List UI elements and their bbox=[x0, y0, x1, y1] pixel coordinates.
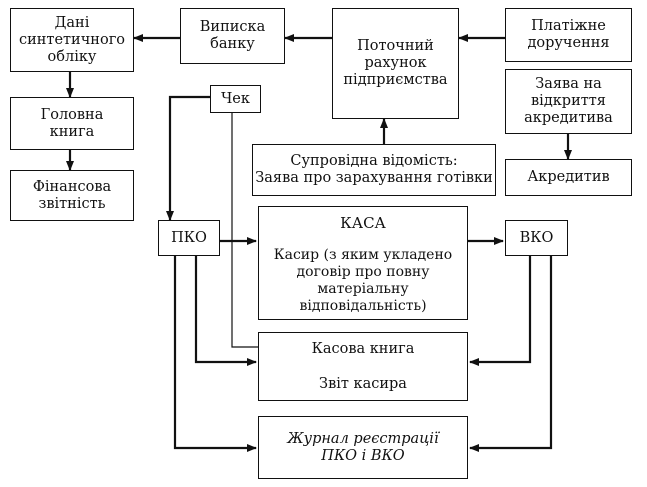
arrow-check-to-pko bbox=[166, 95, 210, 221]
arrow-vko-to-journal bbox=[469, 256, 553, 452]
node-bank-statement: Виписка банку bbox=[180, 8, 285, 64]
arrow-pko-to-journal bbox=[173, 256, 257, 452]
node-check: Чек bbox=[210, 85, 261, 113]
node-pko: ПКО bbox=[158, 220, 220, 256]
kasa-title: КАСА bbox=[340, 214, 386, 232]
node-kasa bbox=[258, 206, 468, 320]
kasa-body: Касир (з яким укладено договір про повну… bbox=[273, 247, 453, 314]
node-cash-book: Касова книга bbox=[311, 341, 415, 357]
node-cash-book-group bbox=[258, 332, 468, 401]
arrow-vko-to-cashbook bbox=[469, 256, 532, 366]
node-vko: ВКО bbox=[505, 220, 568, 256]
node-cover-sheet: Супровідна відомість: Заява про зарахува… bbox=[252, 144, 496, 196]
node-synthetic-data: Дані синтетичного обліку bbox=[10, 8, 134, 72]
node-general-ledger: Головна книга bbox=[10, 97, 134, 150]
node-lc-application: Заява на відкриття акредитива bbox=[505, 69, 632, 134]
node-journal: Журнал реєстрації ПКО і ВКО bbox=[258, 416, 468, 479]
node-current-account: Поточний рахунок підприємства bbox=[332, 8, 459, 119]
node-letter-of-credit: Акредитив bbox=[505, 159, 632, 196]
line-check-to-cashbook bbox=[231, 113, 258, 348]
node-payment-order: Платіжне доручення bbox=[505, 8, 632, 62]
node-cashier-report: Звіт касира bbox=[319, 375, 407, 392]
arrow-pko-to-cashbook bbox=[194, 256, 257, 366]
node-financial-reports: Фінансова звітність bbox=[10, 170, 134, 221]
